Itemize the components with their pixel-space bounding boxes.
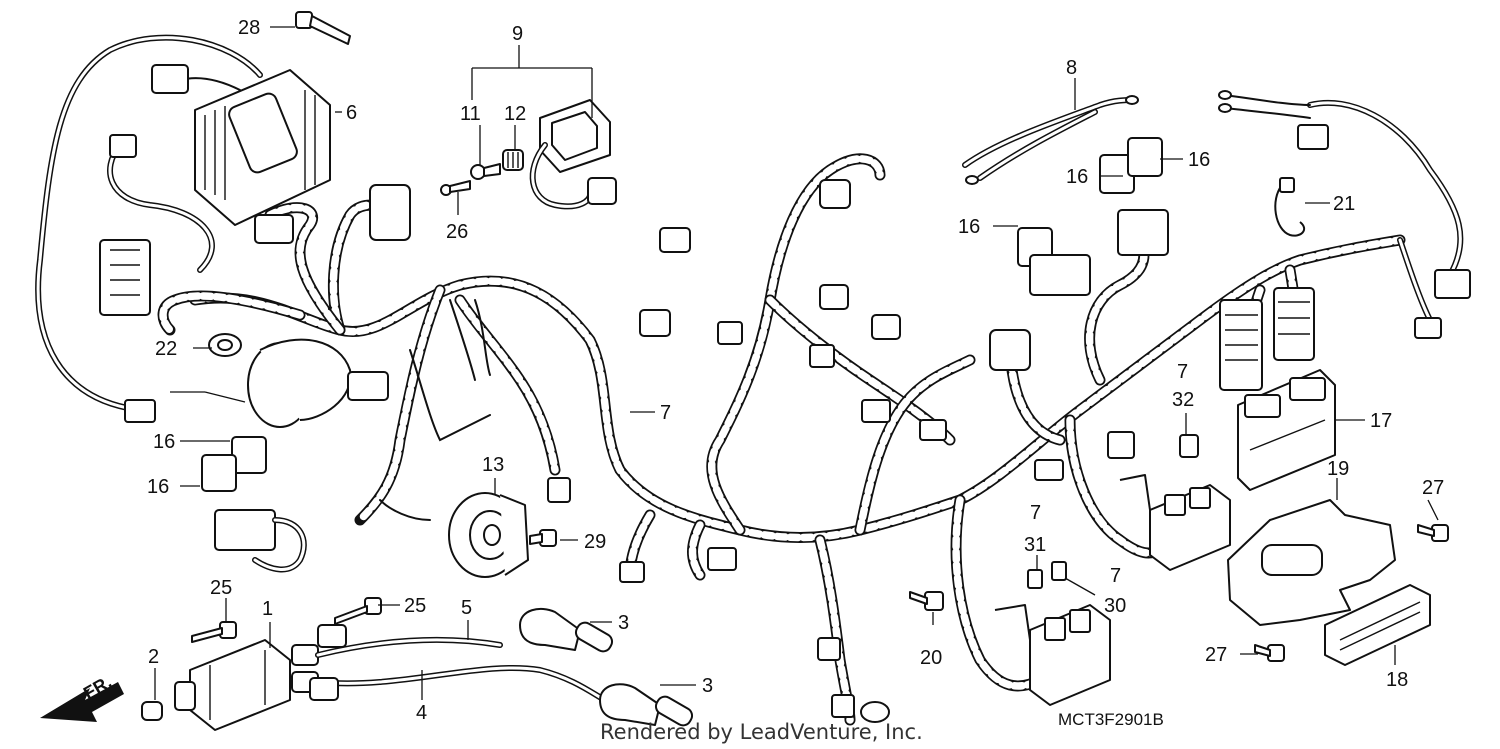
callout-25-left: 25 [210,577,232,599]
callout-20: 20 [920,647,942,669]
callout-1: 1 [262,598,273,620]
callout-27-lower: 27 [1205,644,1227,666]
main-wire-harness [157,153,1406,726]
bolt-20 [909,591,944,611]
callout-labels: 28 6 9 11 12 26 8 16 16 16 21 17 19 27 2… [147,17,1444,724]
diagram-code: MCT3F2901B [1058,710,1164,729]
spark-plug-cap-lower [599,683,694,727]
screw-11 [470,163,501,180]
bolt-25-left [191,621,237,643]
harness-cover-boot [247,184,411,428]
render-credit: Rendered by LeadVenture, Inc. [600,720,923,744]
ecu-cover-18 [1324,584,1431,666]
callout-4: 4 [416,702,427,724]
fuse-31 [1027,569,1043,589]
clamp-22 [208,333,242,357]
harness-side-wires [35,34,1464,521]
callout-6: 6 [346,102,357,124]
meter-assembly [529,99,617,210]
callout-27-upper: 27 [1422,477,1444,499]
regulator-rectifier [151,64,331,226]
callout-29: 29 [584,531,606,553]
callout-30: 30 [1104,595,1126,617]
bracket-19 [1227,499,1396,626]
callout-32: 32 [1172,389,1194,411]
callout-3-lower: 3 [702,675,713,697]
ecu-connectors [1219,287,1315,391]
spark-plug-cap-upper [519,607,614,653]
front-direction-arrow: FR. [40,672,124,722]
bolt-29 [529,529,557,547]
callout-18: 18 [1386,669,1408,691]
clamp-21 [1274,177,1306,237]
ignition-coil-1 [174,639,319,731]
callout-7-right: 7 [1177,361,1188,383]
callout-21: 21 [1333,193,1355,215]
callout-9: 9 [512,23,523,45]
bolt-27-lower [1254,644,1285,662]
leader-lines [154,26,1439,700]
right-top-connectors [1218,90,1471,339]
middle-connectors [547,179,1135,723]
callout-11: 11 [460,103,481,125]
fuse-30 [1051,561,1067,581]
fuse-box-upper [1119,474,1231,571]
bolt-28 [295,11,351,45]
callout-5: 5 [461,597,472,619]
fuse-box-lower [994,604,1111,706]
callout-16-left-b: 16 [147,476,169,498]
callout-16-right-c: 16 [958,216,980,238]
horn-13 [448,492,529,578]
callout-28: 28 [238,17,260,39]
fuse-32 [1179,434,1199,458]
callout-19: 19 [1327,458,1349,480]
ecm-17 [1237,369,1336,491]
callout-16-right-a: 16 [1066,166,1088,188]
relays-left [201,436,307,573]
nut-2 [141,701,163,721]
callout-7-fuse-lower: 7 [1110,565,1121,587]
callout-7-fuse-upper: 7 [1030,502,1041,524]
callout-22: 22 [155,338,177,360]
bolt-27-upper [1417,524,1449,542]
sub-harness-8 [962,95,1139,185]
left-connector-block [99,134,156,423]
callout-8: 8 [1066,57,1077,79]
callout-25-right: 25 [404,595,426,617]
callout-31: 31 [1024,534,1046,556]
callout-13: 13 [482,454,504,476]
callout-26: 26 [446,221,468,243]
callout-2: 2 [148,646,159,668]
spark-plug-wires [309,624,618,708]
callout-12: 12 [504,103,526,125]
screw-26 [440,180,471,196]
bolt-25-right [334,597,382,625]
callout-16-left-a: 16 [153,431,175,453]
grommet-12 [502,149,524,171]
callout-7-main: 7 [660,402,671,424]
relays-right [1017,137,1169,296]
callout-3-upper: 3 [618,612,629,634]
callout-16-right-b: 16 [1188,149,1210,171]
callout-17: 17 [1370,410,1392,432]
